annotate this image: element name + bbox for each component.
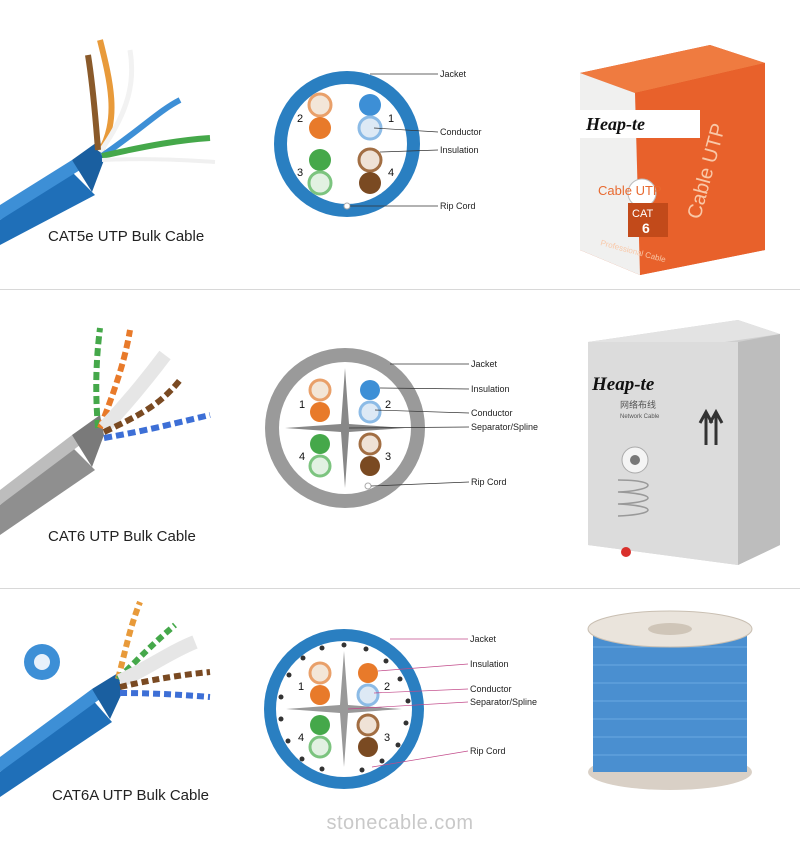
svg-text:3: 3 xyxy=(297,167,303,179)
svg-text:Network Cable: Network Cable xyxy=(620,414,660,420)
label-insulation: Insulation xyxy=(440,145,479,155)
svg-text:1: 1 xyxy=(299,399,305,411)
cat6a-cable-reel xyxy=(587,610,753,790)
svg-text:2: 2 xyxy=(385,399,391,411)
section-cat6: CAT6 UTP Bulk Cable 1 2 4 3 Jacket Insul… xyxy=(0,290,800,588)
label-jacket: Jacket xyxy=(471,359,498,369)
label-rip-cord: Rip Cord xyxy=(440,201,476,211)
cable-caption-cat5e: CAT5e UTP Bulk Cable xyxy=(48,228,205,245)
label-insulation: Insulation xyxy=(471,384,510,394)
cat6-product-box: Heap-te 网络布线 Network Cable xyxy=(588,320,780,565)
label-conductor: Conductor xyxy=(471,408,513,418)
watermark: stonecable.com xyxy=(326,812,474,834)
label-insulation: Insulation xyxy=(470,659,509,669)
cat6-cross-section: 1 2 4 3 Jacket Insulation Conductor Sepa… xyxy=(265,348,538,508)
label-separator: Separator/Spline xyxy=(470,697,537,707)
box-brand: Heap-te xyxy=(591,374,655,395)
section-cat5e: CAT5e UTP Bulk Cable 2 1 3 4 Jacket Cond… xyxy=(0,0,800,290)
label-separator: Separator/Spline xyxy=(471,422,538,432)
svg-text:网络布线: 网络布线 xyxy=(620,399,656,411)
cat5e-cross-section: 2 1 3 4 Jacket Conductor Insulation Rip … xyxy=(274,69,482,217)
cable-caption-cat6: CAT6 UTP Bulk Cable xyxy=(48,528,196,545)
svg-text:3: 3 xyxy=(384,732,390,744)
cat6-cable-illustration xyxy=(0,327,211,535)
svg-text:2: 2 xyxy=(384,681,390,693)
label-conductor: Conductor xyxy=(440,127,482,137)
svg-text:2: 2 xyxy=(297,113,303,125)
svg-text:4: 4 xyxy=(298,732,304,744)
svg-text:CAT: CAT xyxy=(632,208,653,220)
svg-text:1: 1 xyxy=(388,113,394,125)
section-divider xyxy=(0,588,800,589)
label-rip-cord: Rip Cord xyxy=(470,746,506,756)
box-brand: Heap-te xyxy=(585,114,645,134)
cat6a-cable-illustration xyxy=(0,600,211,797)
section-divider xyxy=(0,289,800,290)
svg-text:1: 1 xyxy=(298,681,304,693)
box-product: Cable UTP xyxy=(598,183,662,198)
cat6a-cross-section: 1 2 4 3 Jacket Insulation Conductor Sepa… xyxy=(264,629,537,789)
svg-text:4: 4 xyxy=(299,451,305,463)
svg-text:6: 6 xyxy=(642,220,650,236)
svg-text:3: 3 xyxy=(385,451,391,463)
cable-caption-cat6a: CAT6A UTP Bulk Cable xyxy=(52,787,210,804)
cat5e-product-box: Heap-te Cable UTP CAT 6 Cable UTP Profes… xyxy=(580,45,765,275)
label-conductor: Conductor xyxy=(470,684,512,694)
label-rip-cord: Rip Cord xyxy=(471,477,507,487)
cat5e-cable-illustration xyxy=(0,39,216,245)
svg-text:4: 4 xyxy=(388,167,394,179)
label-jacket: Jacket xyxy=(440,69,467,79)
section-cat6a: CAT6A UTP Bulk Cable 1 2 4 3 Jacket Insu xyxy=(0,589,800,811)
label-jacket: Jacket xyxy=(470,634,497,644)
